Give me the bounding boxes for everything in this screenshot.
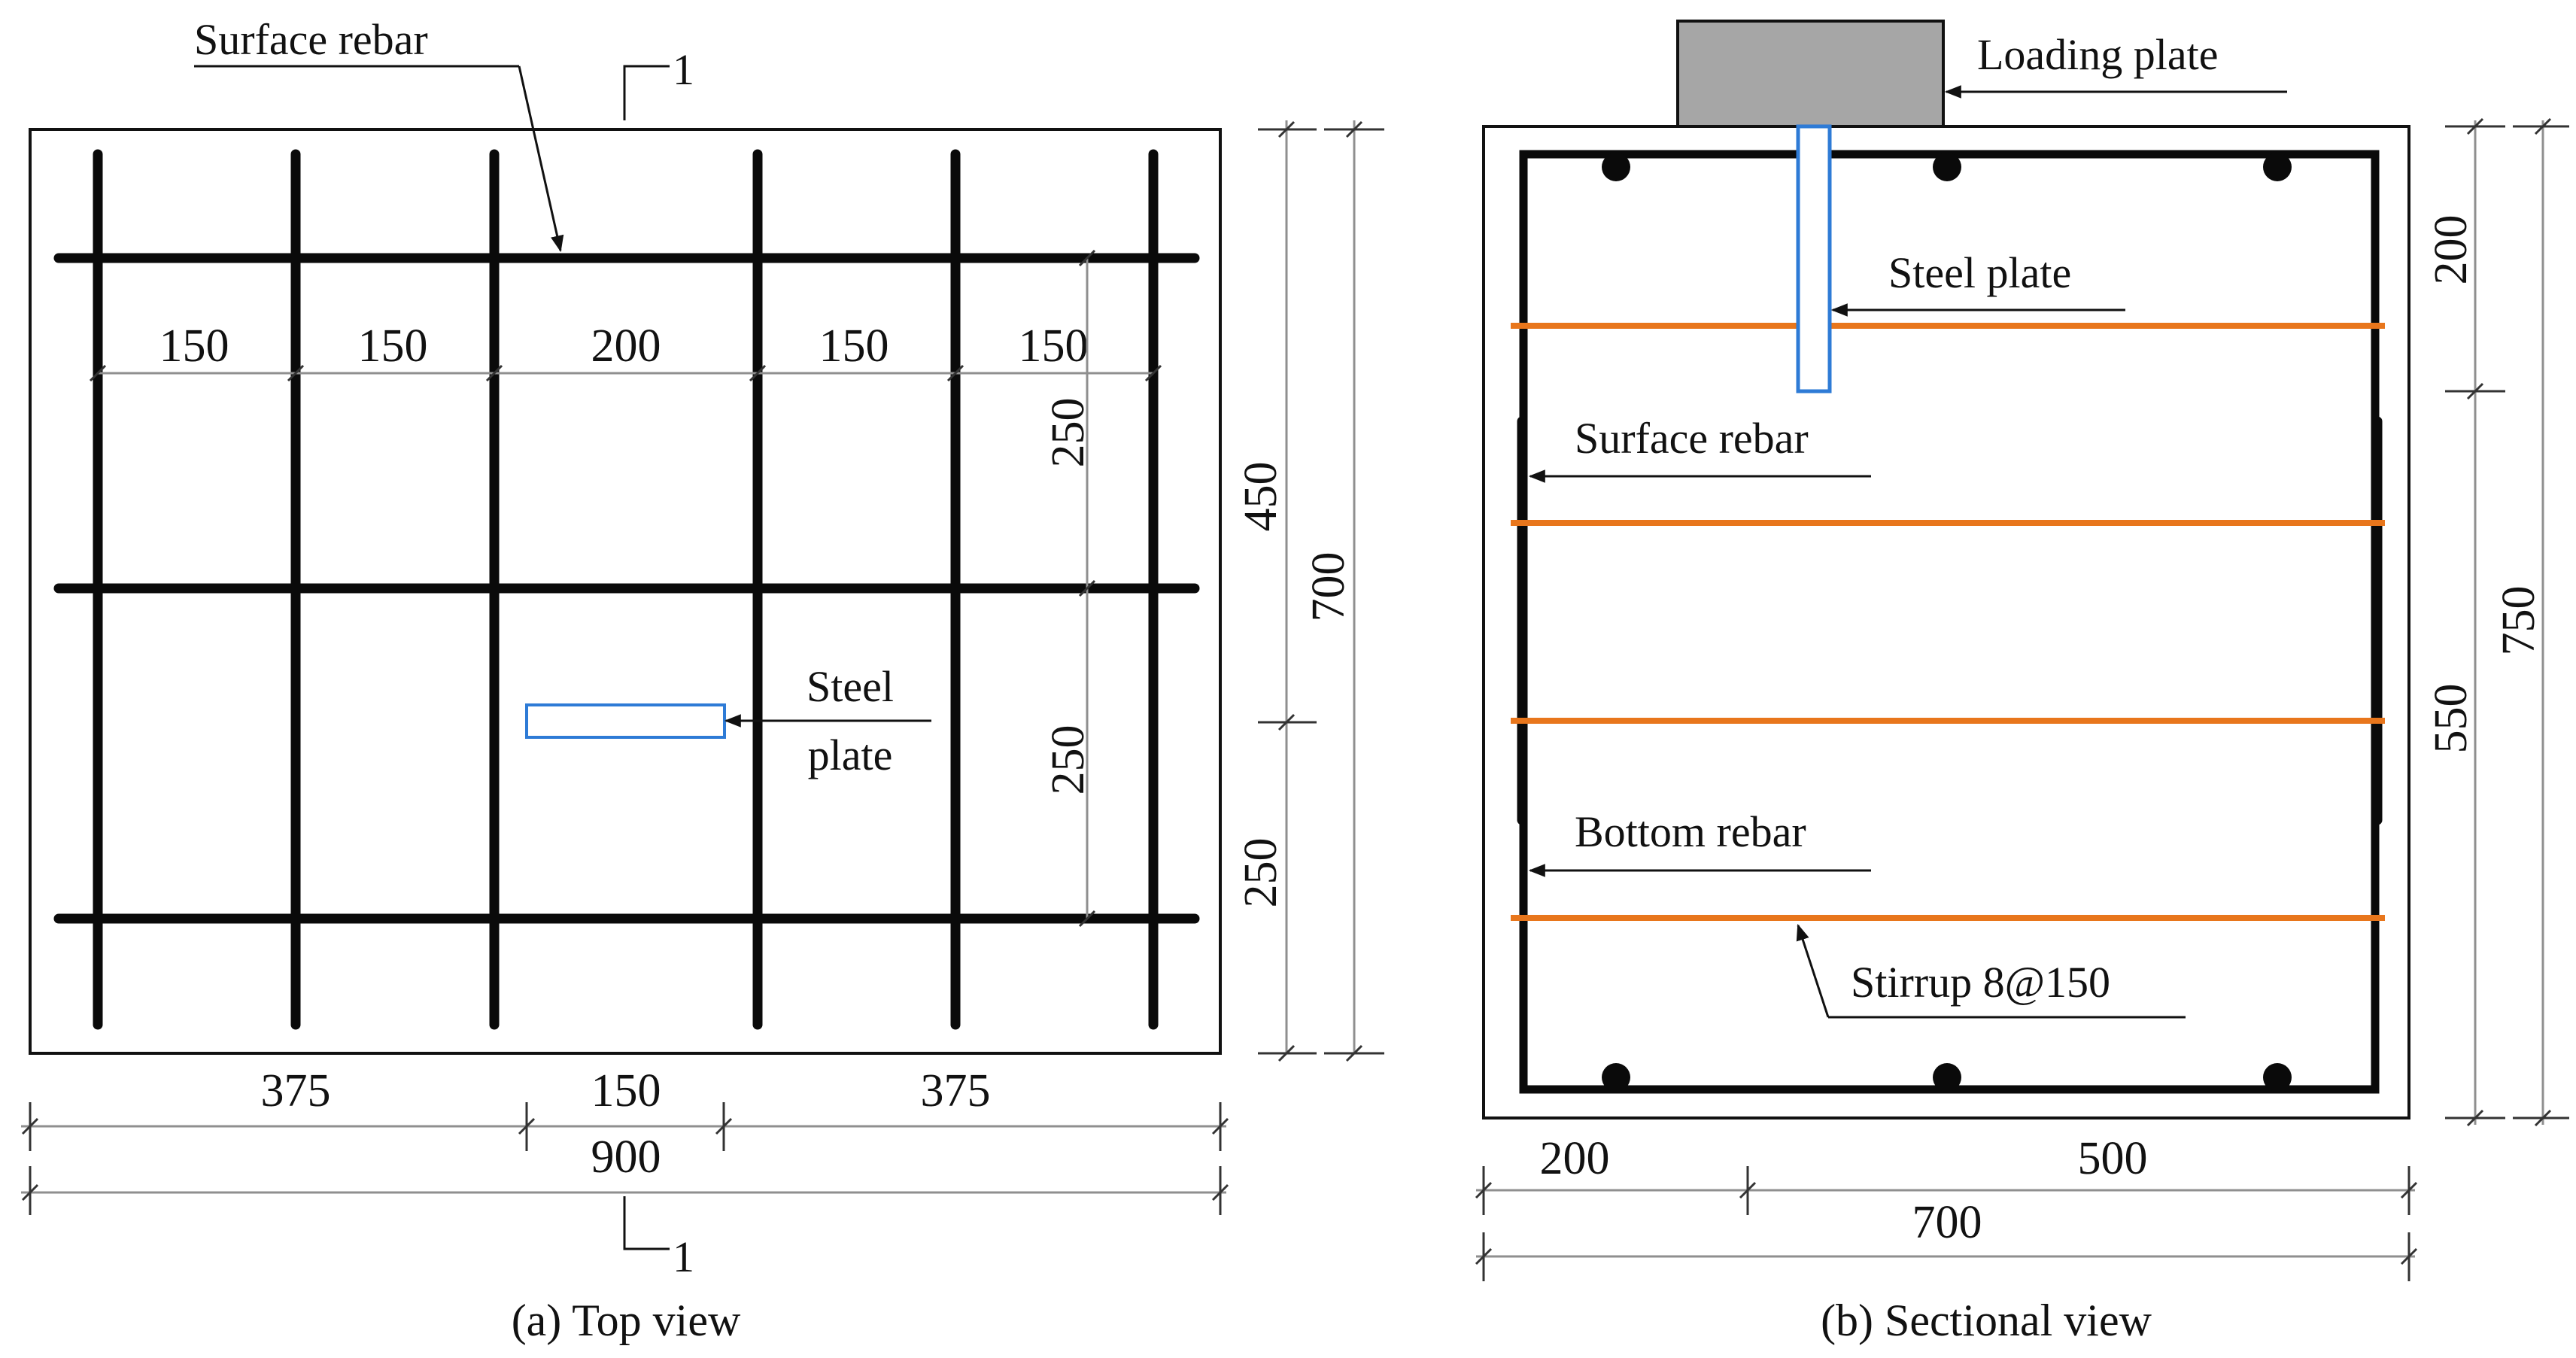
- section-steel-plate-label: Steel plate: [1888, 248, 2071, 297]
- dim-spacing-2: 150: [358, 321, 428, 372]
- top-view-outer-vertical-dims: 450 250: [1235, 120, 1317, 1062]
- section-outline: [1482, 125, 2410, 1120]
- dim-section-overall-h: 700: [1912, 1197, 1982, 1248]
- longitudinal-bar: [1933, 153, 1961, 181]
- dim-bottom-mid: 150: [591, 1065, 661, 1116]
- longitudinal-bars: [1602, 153, 2292, 1092]
- section-right-dims: 200 550: [2426, 117, 2505, 1127]
- dim-overall-h: 900: [591, 1132, 661, 1183]
- dim-spacing-3: 200: [591, 321, 661, 372]
- dim-inner-v-lower: 250: [1043, 725, 1094, 795]
- top-view-bar-spacing-dims: 150 150 200 150 150: [89, 321, 1162, 382]
- stirrup-label: Stirrup 8@150: [1851, 958, 2110, 1007]
- section-bottom-dims: 200 500: [1475, 1133, 2418, 1215]
- top-view-surface-rebar-label: Surface rebar: [194, 15, 428, 64]
- top-view-panel: 150 150 200 150 150 250 250 450 250: [21, 15, 1384, 1345]
- longitudinal-bar: [1933, 1063, 1961, 1092]
- surface-rebar-leader: [518, 65, 564, 253]
- stirrup-leader: [1796, 923, 1830, 1018]
- steel-plate-label-line2: plate: [808, 731, 893, 779]
- top-view-bottom-dims: 375 150 375: [21, 1065, 1229, 1151]
- dim-section-bottom-right: 500: [2078, 1133, 2148, 1184]
- dim-outer-v-lower: 250: [1235, 838, 1286, 908]
- dim-outer-v-upper: 450: [1235, 462, 1286, 532]
- section-surface-rebar-label: Surface rebar: [1575, 414, 1809, 463]
- top-view-inner-vertical-dims: 250 250: [1043, 249, 1096, 928]
- dim-section-right-lower: 550: [2426, 684, 2477, 754]
- section-mark-bottom: 1: [623, 1196, 694, 1281]
- loading-plate: [1676, 20, 1945, 128]
- longitudinal-bar: [1602, 1063, 1630, 1092]
- section-mark-bottom-number: 1: [673, 1232, 694, 1281]
- top-view-caption: (a) Top view: [512, 1296, 741, 1345]
- dim-overall-v: 700: [1303, 552, 1354, 622]
- longitudinal-bar: [2263, 153, 2292, 181]
- section-overall-right-dim: 750: [2493, 117, 2569, 1127]
- bottom-rebar-label: Bottom rebar: [1575, 807, 1806, 856]
- longitudinal-bar: [1602, 153, 1630, 181]
- top-view-horizontal-rebars: [53, 253, 1200, 924]
- sectional-view-caption: (b) Sectional view: [1821, 1296, 2152, 1345]
- dim-bottom-left: 375: [261, 1065, 331, 1116]
- dim-section-bottom-left: 200: [1540, 1133, 1610, 1184]
- loading-plate-label: Loading plate: [1977, 30, 2219, 79]
- dim-spacing-1: 150: [159, 321, 229, 372]
- dim-bottom-right: 375: [921, 1065, 991, 1116]
- longitudinal-bar: [2263, 1063, 2292, 1092]
- section-overall-bottom-dim: 700: [1475, 1197, 2418, 1281]
- steel-plate-label-line1: Steel: [807, 662, 894, 711]
- section-mark-top: 1: [623, 45, 694, 120]
- section-steel-plate: [1796, 124, 1832, 393]
- orange-stirrups: [1511, 323, 2385, 921]
- sectional-view-panel: Loading plate Steel plate: [1475, 20, 2569, 1345]
- section-mark-top-number: 1: [673, 45, 694, 94]
- dim-spacing-5: 150: [1019, 321, 1089, 372]
- dim-inner-v-upper: 250: [1043, 398, 1094, 468]
- dim-section-right-upper: 200: [2426, 215, 2477, 285]
- top-view-overall-vertical-dim: 700: [1303, 120, 1384, 1062]
- dim-spacing-4: 150: [819, 321, 889, 372]
- top-view-overall-h-dim: 900: [21, 1132, 1229, 1215]
- dim-section-right-overall: 750: [2493, 586, 2544, 656]
